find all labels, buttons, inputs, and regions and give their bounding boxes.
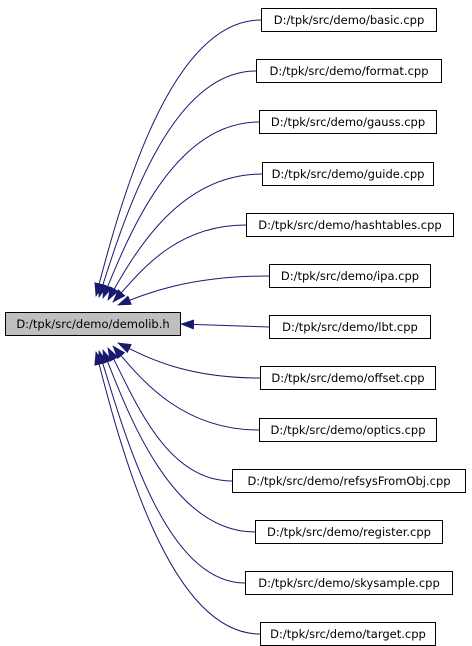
node-demolib-h[interactable]: D:/tpk/src/demo/demolib.h — [5, 312, 181, 336]
include-edge — [112, 224, 247, 303]
node-includer[interactable]: D:/tpk/src/demo/register.cpp — [255, 520, 443, 544]
include-edge — [107, 347, 233, 482]
node-includer[interactable]: D:/tpk/src/demo/format.cpp — [256, 59, 442, 83]
node-includer[interactable]: D:/tpk/src/demo/skysample.cpp — [245, 571, 453, 595]
node-includer[interactable]: D:/tpk/src/demo/hashtables.cpp — [246, 213, 454, 237]
node-includer[interactable]: D:/tpk/src/demo/refsysFromObj.cpp — [232, 469, 466, 493]
node-includer[interactable]: D:/tpk/src/demo/target.cpp — [260, 622, 436, 646]
node-includer[interactable]: D:/tpk/src/demo/lbt.cpp — [269, 315, 431, 339]
include-edge — [102, 121, 260, 299]
include-edge — [107, 173, 263, 301]
node-includer[interactable]: D:/tpk/src/demo/guide.cpp — [262, 162, 434, 186]
include-edge — [102, 349, 256, 533]
edges — [94, 19, 270, 635]
node-includer[interactable]: D:/tpk/src/demo/ipa.cpp — [269, 264, 431, 288]
include-edge — [98, 70, 257, 298]
include-edge — [98, 350, 246, 584]
include-edge — [112, 345, 260, 431]
include-edge — [117, 275, 270, 306]
include-edge — [180, 319, 270, 330]
node-includer[interactable]: D:/tpk/src/demo/basic.cpp — [261, 8, 437, 32]
include-edge — [94, 19, 262, 297]
include-edge — [117, 342, 261, 379]
node-includer[interactable]: D:/tpk/src/demo/optics.cpp — [259, 418, 437, 442]
node-includer[interactable]: D:/tpk/src/demo/gauss.cpp — [259, 110, 437, 134]
node-includer[interactable]: D:/tpk/src/demo/offset.cpp — [260, 366, 436, 390]
include-edge — [94, 351, 261, 635]
